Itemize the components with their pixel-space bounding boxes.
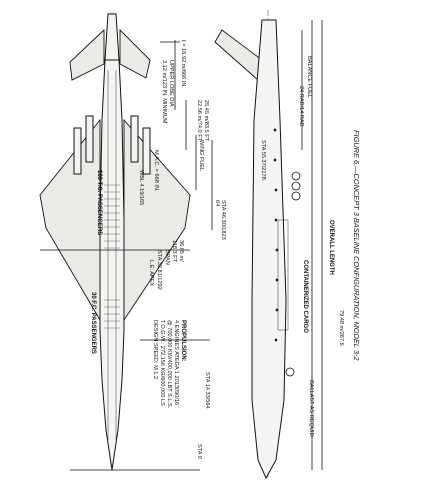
label-span-total: 36.05 m/	[178, 240, 184, 262]
side-labels: BALANCE FUEL 24 RAD/14 RAD STA 55.37/217…	[260, 56, 344, 436]
fuselage-side	[251, 19, 287, 480]
label-propulsion: PROPULSION:	[180, 320, 186, 362]
label-centerline: ℓ/4	[214, 200, 220, 206]
cargo-compartment	[277, 219, 289, 331]
figure-caption: FIGURE 6.—CONCEPT 3 BASELINE CONFIGURATI…	[352, 130, 361, 361]
label-engines: 4 ENGINES ATEGA 1 2013090/16	[173, 320, 179, 405]
label-span-dim2: 22.56 m/74.0 FT	[196, 100, 202, 142]
label-span-total2: 118.3 FT	[171, 240, 177, 263]
tail-cone	[104, 13, 120, 61]
label-sta-le: STA 32.81/1292	[156, 250, 162, 290]
engine-nacelles	[73, 115, 151, 175]
label-rad: 24 RAD/14 RAD	[298, 86, 304, 127]
plan-view	[39, 12, 213, 471]
label-upper-lobe: UPPER LOBE DIA	[168, 60, 174, 107]
label-balance-fuel: BALANCE FUEL	[306, 56, 312, 98]
label-design-speed: DESIGN SPEED: M 1.2	[152, 320, 158, 379]
side-view	[214, 10, 323, 480]
main-wing-left	[39, 118, 101, 322]
label-tc-passengers: 163 T.C. PASSENGERS	[96, 170, 102, 235]
label-wbl: WBL 4.19/165	[138, 170, 144, 205]
label-le-apex: L.E. APEX	[148, 260, 154, 286]
label-sta-aft: STA 55.37/2178	[260, 140, 266, 180]
label-sta-fwd: STA 14.33/564	[204, 372, 210, 409]
label-overall-length: OVERALL LENGTH	[328, 220, 334, 275]
label-wing-fuel: WING FUEL	[198, 140, 204, 171]
seat-rows	[104, 184, 120, 329]
label-containerized: CONTAINERIZED CARGO	[302, 260, 308, 333]
label-thrust: @ 700,000 KW/400,000 LBT S.L.S.	[166, 320, 172, 409]
label-span-dim: 25.45 m/83.5 FT	[203, 100, 209, 142]
label-togw: T.O.G.W.: 272,156 KG/600,000 LS	[159, 320, 165, 406]
label-sta-zero: STA 0	[196, 444, 202, 459]
label-lobe-dia: 3.12 m/123 IN. MINIMUM	[161, 60, 167, 124]
label-span: SPAN	[164, 250, 170, 265]
label-sta-mid: STA 46.30/1823	[220, 200, 226, 240]
landing-gear	[285, 171, 301, 377]
vertical-fin	[214, 29, 263, 81]
label-fc-passengers: 30 F.C. PASSENGERS	[90, 292, 96, 354]
fuselage-plan	[99, 59, 125, 471]
label-ballast: BALLAST AS REQUID	[308, 380, 314, 436]
main-wing	[123, 118, 191, 322]
horizontal-stabilizer	[69, 28, 151, 81]
label-mac: M.A.C. = 668 IN.	[153, 150, 159, 192]
plan-labels: ℓ = 16.92 m/666 IN. UPPER LOBE DIA 3.12 …	[90, 40, 226, 459]
label-overall-value: 79.48 m/267.5	[338, 310, 344, 346]
label-lobe-length: ℓ = 16.92 m/666 IN.	[180, 40, 186, 88]
